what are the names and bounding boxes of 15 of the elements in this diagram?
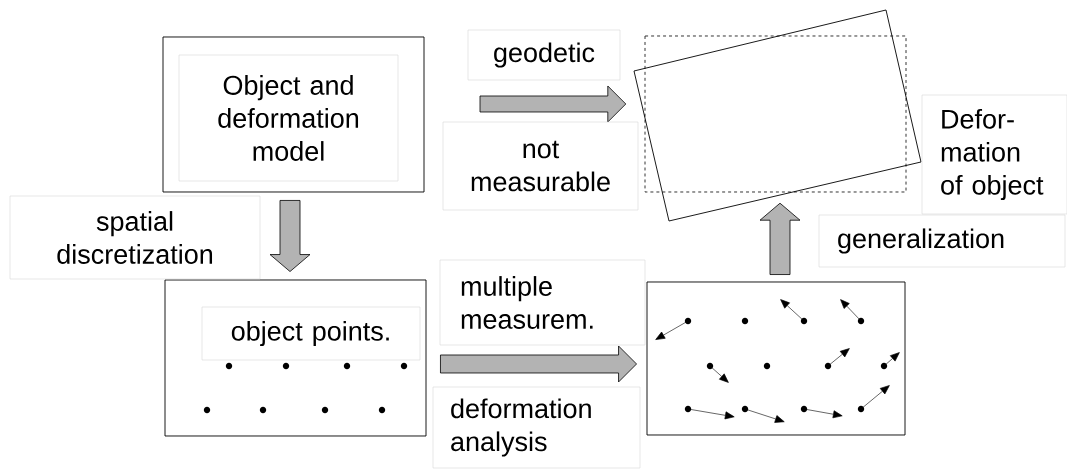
edge-label: geodetic <box>467 29 621 81</box>
text-box: deformation analysis <box>432 386 641 469</box>
text-box: Defor- mation of object <box>921 94 1067 215</box>
text-box: object points. <box>201 306 421 361</box>
block-arrow <box>440 345 637 383</box>
text-box: generalization <box>818 214 1066 268</box>
block-arrow <box>759 202 801 275</box>
deformed-rectangle-drawing <box>633 9 922 222</box>
text-box: Object and deformation model <box>178 54 399 182</box>
edge-label: spatial discretization <box>9 195 261 280</box>
block-arrow <box>479 85 627 123</box>
edge-label: multiple measurem. <box>439 259 646 346</box>
text-box: not measurable <box>442 121 639 211</box>
frame-box <box>162 36 425 193</box>
block-arrow <box>269 200 311 272</box>
